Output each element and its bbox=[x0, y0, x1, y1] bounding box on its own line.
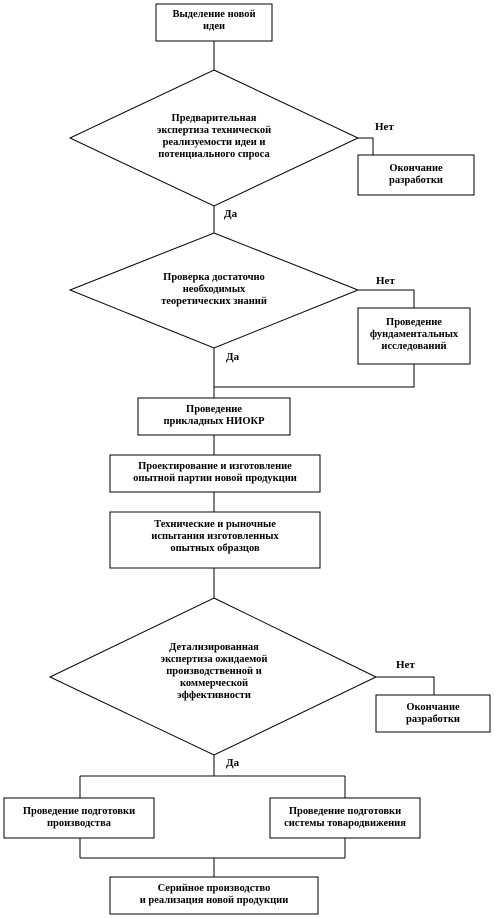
no-label-2: Нет bbox=[376, 275, 395, 287]
applied-box bbox=[137, 397, 291, 436]
distribution-prep-box bbox=[269, 797, 421, 839]
end-1-box bbox=[357, 154, 475, 196]
fundamental-box bbox=[357, 307, 471, 365]
production-prep-box bbox=[3, 797, 155, 839]
no-branch-2 bbox=[358, 289, 415, 308]
no-branch-3 bbox=[376, 676, 435, 695]
no-label-1: Нет bbox=[375, 121, 394, 133]
decision-3-diamond bbox=[48, 597, 378, 756]
yes-label-3: Да bbox=[226, 757, 240, 769]
yes-label-1: Да bbox=[224, 208, 238, 220]
decision-1-diamond bbox=[68, 69, 360, 207]
testing-box bbox=[109, 511, 321, 569]
return-loop bbox=[214, 364, 415, 388]
start-box bbox=[155, 3, 273, 42]
prototype-box bbox=[109, 454, 321, 493]
end-2-box bbox=[375, 694, 491, 733]
yes-label-2: Да bbox=[226, 351, 240, 363]
decision-2-diamond bbox=[68, 232, 360, 349]
no-label-3: Нет bbox=[396, 659, 415, 671]
no-branch-1 bbox=[358, 137, 374, 155]
serial-box bbox=[109, 876, 319, 915]
